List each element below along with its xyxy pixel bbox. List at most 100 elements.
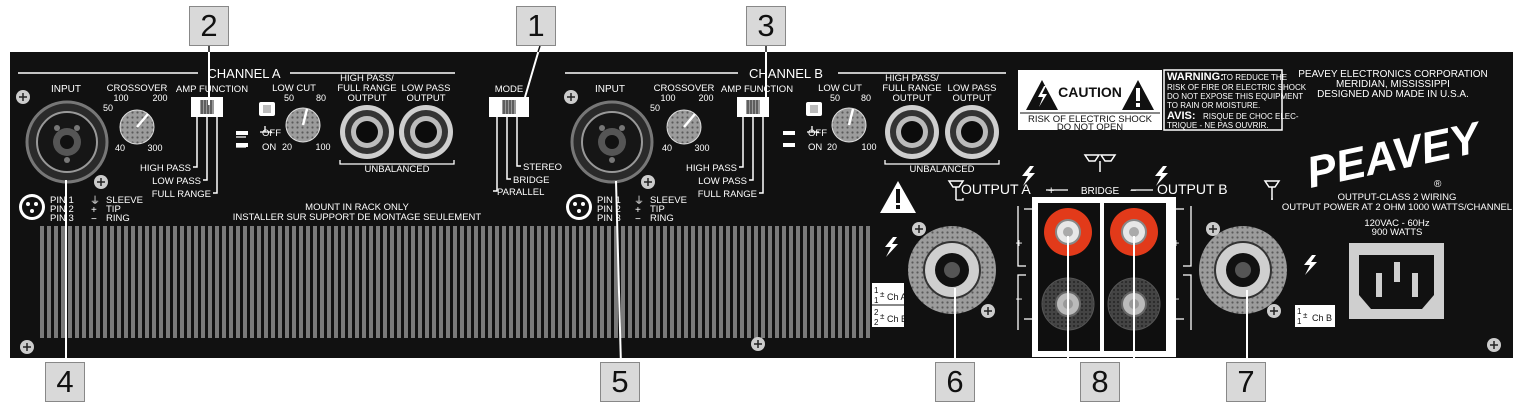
manufacturer-line2: MERIDIAN, MISSISSIPPI — [1336, 79, 1450, 90]
vent-slot — [726, 226, 730, 338]
vent-slot — [369, 226, 373, 338]
channel-b-high-pass-output-jack[interactable] — [885, 105, 939, 159]
vent-slot — [453, 226, 457, 338]
vent-slot — [810, 226, 814, 338]
vent-slot — [313, 226, 317, 338]
manufacturer-line1: PEAVEY ELECTRONICS CORPORATION — [1298, 69, 1487, 80]
channel-a-amp-function-label: AMP FUNCTION — [176, 84, 248, 95]
vent-slot — [376, 226, 380, 338]
vent-slot — [425, 226, 429, 338]
svg-text:®: ® — [1434, 179, 1442, 190]
power-inlet[interactable] — [1349, 243, 1444, 319]
vent-slot — [551, 226, 555, 338]
channel-a-input-label: INPUT — [51, 84, 81, 95]
vent-slot — [124, 226, 128, 338]
vent-slot — [348, 226, 352, 338]
svg-text:HIGH PASS: HIGH PASS — [686, 163, 737, 174]
speakon-a-pinout-label: 1 1 ± Ch A 2 2 ± Ch B — [872, 283, 907, 327]
svg-text:OUTPUT: OUTPUT — [406, 93, 445, 104]
svg-text:2: 2 — [874, 318, 879, 327]
channel-a-amp-function-switch[interactable] — [191, 97, 223, 117]
callout-leaders-dark — [208, 45, 767, 53]
vent-slot — [243, 226, 247, 338]
vent-slot — [754, 226, 758, 338]
vent-slot — [859, 226, 863, 338]
manufacturer-line3: DESIGNED AND MADE IN U.S.A. — [1317, 89, 1469, 100]
speakon-output-b[interactable] — [1199, 226, 1287, 314]
warning-triangle-icon — [880, 181, 916, 213]
vent-slot — [698, 226, 702, 338]
vent-slot — [824, 226, 828, 338]
svg-text:200: 200 — [152, 93, 167, 103]
output-a-label: OUTPUT A — [961, 181, 1031, 197]
channel-a-low-cut-knob[interactable] — [285, 107, 321, 143]
channel-b-low-cut-knob[interactable] — [831, 107, 867, 143]
svg-text:SLEEVE: SLEEVE — [650, 195, 687, 206]
svg-text:OUTPUT: OUTPUT — [347, 93, 386, 104]
vent-slot — [600, 226, 604, 338]
svg-text:SLEEVE: SLEEVE — [106, 195, 143, 206]
vent-slot — [152, 226, 156, 338]
vent-slot — [544, 226, 548, 338]
vent-slot — [656, 226, 660, 338]
channel-a-section: CHANNEL A INPUT CROSSOVER 100 200 50 40 … — [16, 66, 455, 200]
vent-slot — [334, 226, 338, 338]
vent-slot — [635, 226, 639, 338]
vent-slot — [40, 226, 44, 338]
svg-text:OFF: OFF — [262, 128, 281, 139]
svg-text:+: + — [91, 205, 97, 216]
vent-slot — [670, 226, 674, 338]
vent-slot — [502, 226, 506, 338]
vent-slot — [117, 226, 121, 338]
lightning-icon — [1022, 166, 1035, 186]
svg-text:RISQUE DE CHOC ELEC-: RISQUE DE CHOC ELEC- — [1203, 112, 1299, 121]
svg-text:PARALLEL: PARALLEL — [497, 187, 544, 198]
vent-slot — [383, 226, 387, 338]
vent-slot — [761, 226, 765, 338]
channel-b-low-cut-switch[interactable] — [806, 102, 822, 116]
channel-a-low-cut-label: LOW CUT — [272, 83, 316, 94]
vent-slot — [292, 226, 296, 338]
channel-b-amp-function-switch[interactable] — [737, 97, 769, 117]
vent-slot — [495, 226, 499, 338]
svg-text:PIN 2: PIN 2 — [50, 204, 74, 215]
channel-b-input-jack[interactable] — [570, 100, 654, 184]
channel-a-crossover-knob[interactable] — [119, 109, 155, 145]
mode-section: MODE STEREO BRIDGE PARALLEL — [489, 84, 562, 198]
vent-slot — [355, 226, 359, 338]
svg-text:PIN 2: PIN 2 — [597, 204, 621, 215]
svg-text:TO RAIN OR MOISTURE.: TO RAIN OR MOISTURE. — [1167, 101, 1260, 110]
speakon-output-a[interactable] — [908, 226, 996, 314]
channel-b-crossover-knob[interactable] — [666, 109, 702, 145]
svg-text:50: 50 — [284, 93, 294, 103]
channel-b-jack-screw-top — [564, 90, 578, 104]
vent-slot — [775, 226, 779, 338]
vent-slot — [789, 226, 793, 338]
binding-post-b-plus[interactable] — [1110, 208, 1158, 256]
channel-b-unbalanced-label: UNBALANCED — [910, 164, 975, 175]
vent-slot — [614, 226, 618, 338]
svg-text:AVIS:: AVIS: — [1167, 110, 1196, 122]
lightning-icon — [885, 237, 898, 257]
vent-slot — [82, 226, 86, 338]
svg-text:RING: RING — [106, 213, 130, 224]
svg-text:±: ± — [880, 312, 885, 321]
channel-b-low-pass-output-jack[interactable] — [945, 105, 999, 159]
channel-b-pin-legend: PIN 1 PIN 2 PIN 3 ⏚ + − SLEEVE TIP RING — [566, 194, 687, 225]
channel-a-low-cut-switch[interactable] — [259, 102, 275, 116]
svg-text:300: 300 — [147, 143, 162, 153]
vent-slot — [110, 226, 114, 338]
channel-a-low-pass-output-jack[interactable] — [399, 105, 453, 159]
channel-a-input-jack[interactable] — [25, 100, 109, 184]
vent-slot — [236, 226, 240, 338]
channel-a-high-pass-output-jack[interactable] — [340, 105, 394, 159]
vent-slot — [796, 226, 800, 338]
svg-text:50: 50 — [103, 103, 113, 113]
warning-label: WARNING: TO REDUCE THE RISK OF FIRE OR E… — [1163, 69, 1307, 131]
vent-slot — [411, 226, 415, 338]
svg-text:OFF: OFF — [808, 128, 827, 139]
vent-slot — [607, 226, 611, 338]
mode-switch[interactable] — [489, 97, 529, 117]
svg-text:+: + — [1172, 236, 1179, 250]
svg-text:FULL RANGE: FULL RANGE — [882, 83, 941, 94]
